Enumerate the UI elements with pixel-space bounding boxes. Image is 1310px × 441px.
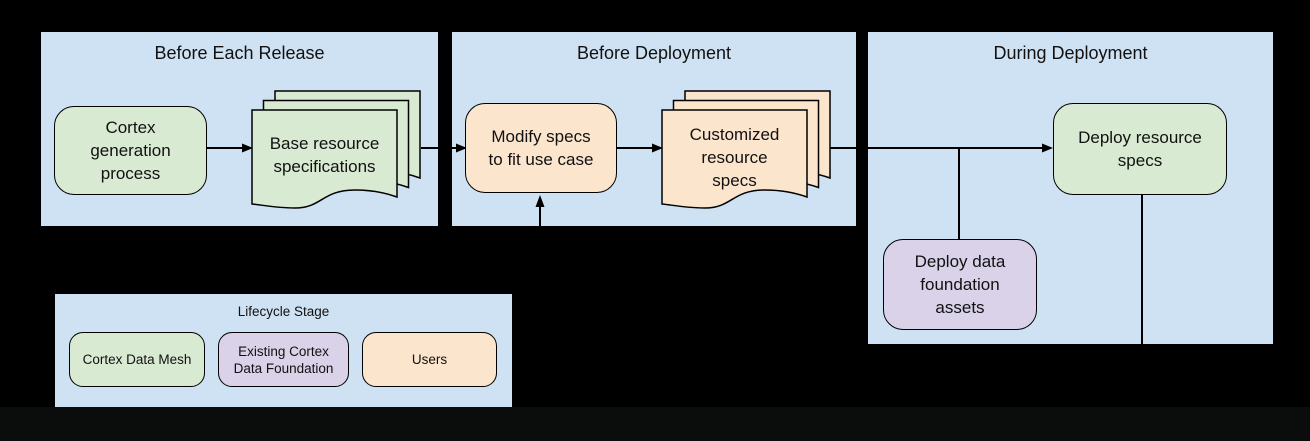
arrowhead-modify-specs <box>456 143 467 153</box>
node-deploy-resource-specs: Deploy resource specs <box>1053 103 1227 195</box>
legend-item-users: Users <box>362 332 497 387</box>
base-resource-specs-label: Base resource specifications <box>269 134 380 176</box>
panel-title-during-deployment: During Deployment <box>993 43 1148 63</box>
node-cortex-generation-process: Cortex generation process <box>54 106 207 195</box>
arrowhead-up-modify-specs <box>535 195 545 207</box>
legend-item-cortex-data-mesh: Cortex Data Mesh <box>69 332 205 387</box>
arrowhead-customized-specs <box>652 143 663 153</box>
panel-title-before-each-release: Before Each Release <box>154 43 325 63</box>
document-stack-base-resource-specs <box>251 90 421 209</box>
bottom-strip <box>0 407 1310 441</box>
node-modify-specs: Modify specs to fit use case <box>465 103 617 193</box>
panel-title-before-deployment: Before Deployment <box>576 43 732 63</box>
customized-specs-label: Customized resource specs <box>689 124 780 190</box>
node-deploy-data-foundation-assets: Deploy data foundation assets <box>883 239 1037 330</box>
arrowhead-base-specs <box>242 143 253 153</box>
legend-title: Lifecycle Stage <box>237 304 330 319</box>
arrowhead-deploy-resource-specs <box>1042 143 1053 153</box>
legend-item-existing-cortex-data-foundation: Existing Cortex Data Foundation <box>218 332 349 387</box>
document-stack-customized-specs <box>661 90 831 209</box>
